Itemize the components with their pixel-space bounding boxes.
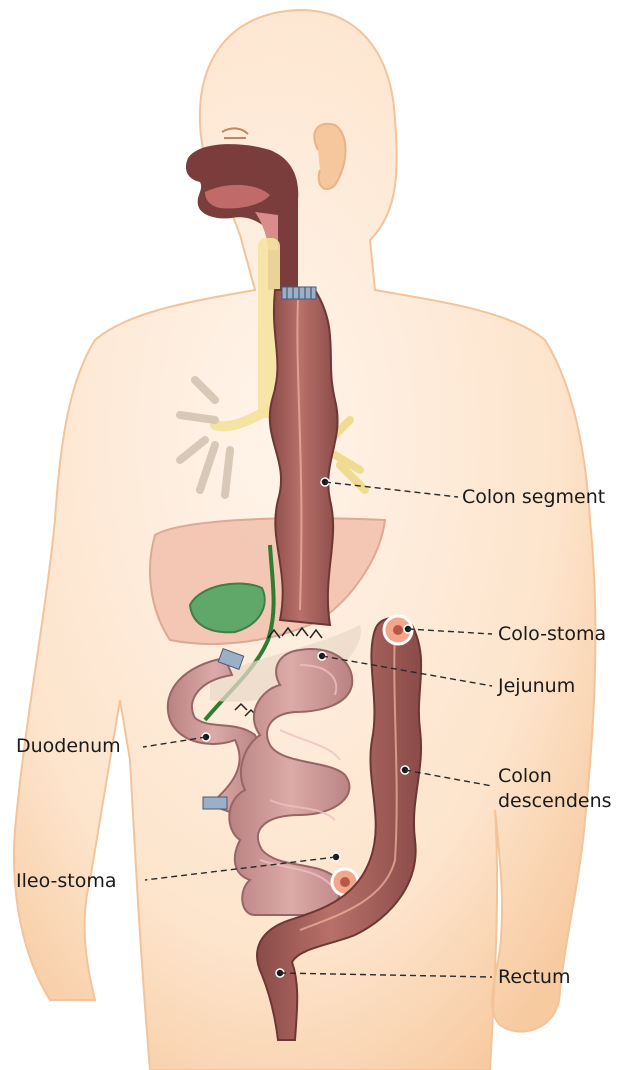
label-colon-descendens-line2: descendens [498, 790, 612, 812]
staple-line-top [282, 287, 316, 299]
label-colo-stoma: Colo-stoma [498, 623, 606, 645]
oral-cavity [186, 144, 298, 290]
label-colon-descendens-line1: Colon [498, 765, 552, 787]
label-jejunum: Jejunum [497, 675, 575, 697]
label-colon-segment: Colon segment [462, 486, 605, 508]
label-rectum: Rectum [498, 966, 570, 988]
label-duodenum: Duodenum [16, 735, 121, 757]
label-ileo-stoma: Ileo-stoma [16, 870, 117, 892]
